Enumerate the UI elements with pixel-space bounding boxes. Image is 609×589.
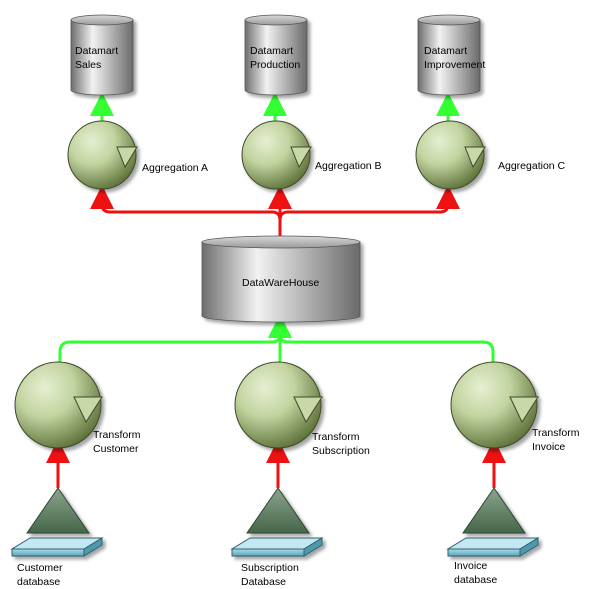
datamart-improvement [417,14,481,96]
flow-warehouse-to-agg-c [278,185,460,221]
source-subscription-line1: Subscription [241,562,299,574]
aggregation-c-label: Aggregation C [498,160,566,172]
source-customer-line2: database [17,576,61,588]
datamart-improvement-label: Datamart Improvement [424,44,485,72]
transform-customer-line1: Transform [93,429,141,441]
transform-customer-process [14,361,103,449]
source-invoice-label: Invoice database [454,559,497,587]
transform-invoice-label: Transform Invoice [532,426,579,454]
flow-invoice-to-warehouse [278,333,495,370]
transform-invoice-line2: Invoice [532,441,566,453]
datamart-production-line2: Production [250,59,301,71]
transform-subscription-process [234,361,323,449]
aggregation-c-process [415,120,486,190]
source-subscription-line2: Database [241,576,286,588]
source-invoice-line1: Invoice [454,560,488,572]
source-invoice-database [446,487,540,557]
transform-subscription-line2: Subscription [312,445,370,457]
connectors [46,92,506,488]
aggregation-a-process [67,120,138,190]
aggregation-a-label: Aggregation A [142,162,208,174]
source-customer-line1: Customer [17,562,63,574]
transform-customer-line2: Customer [93,443,139,455]
flow-customer-to-warehouse [58,314,292,368]
transform-subscription-label: Transform Subscription [312,430,370,458]
aggregation-b-process [241,120,312,190]
datamart-production [244,14,308,96]
source-subscription-database [230,487,324,557]
datamart-production-label: Datamart Production [250,44,300,72]
datamart-production-line1: Datamart [250,45,294,57]
datawarehouse-label: DataWareHouse [242,277,320,289]
datamart-improvement-line1: Datamart [424,45,468,57]
datamart-sales-label: Datamart Sales [75,44,118,72]
datamart-improvement-line2: Improvement [424,59,486,71]
transform-invoice-process [450,361,539,449]
aggregation-b-label: Aggregation B [315,160,382,172]
flow-warehouse-to-agg-a [90,185,282,238]
datamart-sales [70,14,134,96]
transform-invoice-line1: Transform [532,427,580,439]
transform-subscription-line1: Transform [312,431,360,443]
transform-customer-label: Transform Customer [93,428,140,456]
source-customer-database [10,487,104,557]
source-invoice-line2: database [454,574,498,586]
datamart-sales-line2: Sales [75,59,102,71]
datamart-sales-line1: Datamart [75,45,119,57]
datawarehouse [201,235,361,323]
